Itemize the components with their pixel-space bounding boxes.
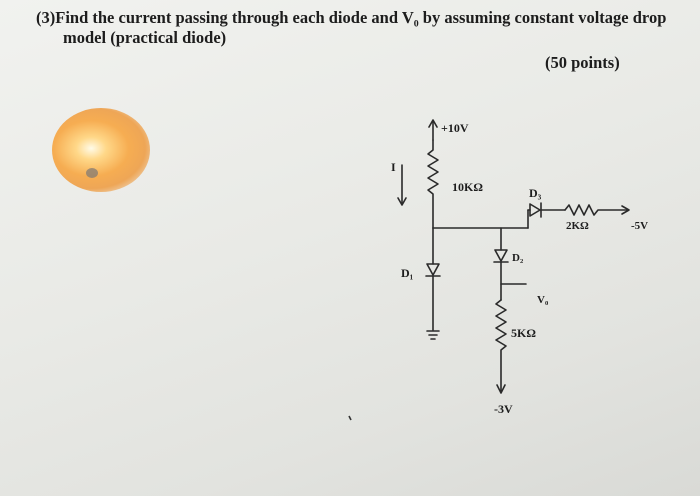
light-glare [52, 108, 150, 192]
r2-label: 2KΩ [566, 220, 589, 232]
question-number: (3) [36, 8, 56, 27]
resistor-2k [564, 204, 629, 216]
right-supply-arrow [621, 205, 630, 215]
d2-symbol [494, 249, 508, 262]
r1-label: 10KΩ [452, 180, 483, 194]
right-supply-label: -5V [631, 220, 649, 232]
bottom-supply-arrow [496, 384, 506, 394]
glare-spot [86, 168, 98, 178]
resistor-10k [427, 139, 439, 229]
current-arrow-head [397, 197, 407, 206]
vo-label: V₀ [537, 294, 549, 306]
d3-label: D₃ [529, 186, 542, 200]
d1-label: D₁ [401, 266, 414, 280]
supply-top-label: +10V [441, 121, 469, 135]
question-line-1: (3)Find the current passing through each… [36, 8, 666, 28]
stray-mark [348, 415, 352, 421]
current-label: I [391, 160, 396, 174]
d1-symbol [426, 263, 440, 276]
supply-top-arrow [428, 119, 438, 128]
question-text: Find the current passing through each di… [55, 8, 667, 27]
d2-label: D₂ [512, 252, 524, 264]
bottom-supply-label: -3V [494, 402, 513, 416]
points-label: (50 points) [545, 53, 620, 72]
resistor-5k [495, 299, 507, 393]
r3-label: 5KΩ [511, 326, 536, 340]
d3-symbol [529, 203, 541, 217]
question-line-2: model (practical diode) [63, 28, 227, 47]
